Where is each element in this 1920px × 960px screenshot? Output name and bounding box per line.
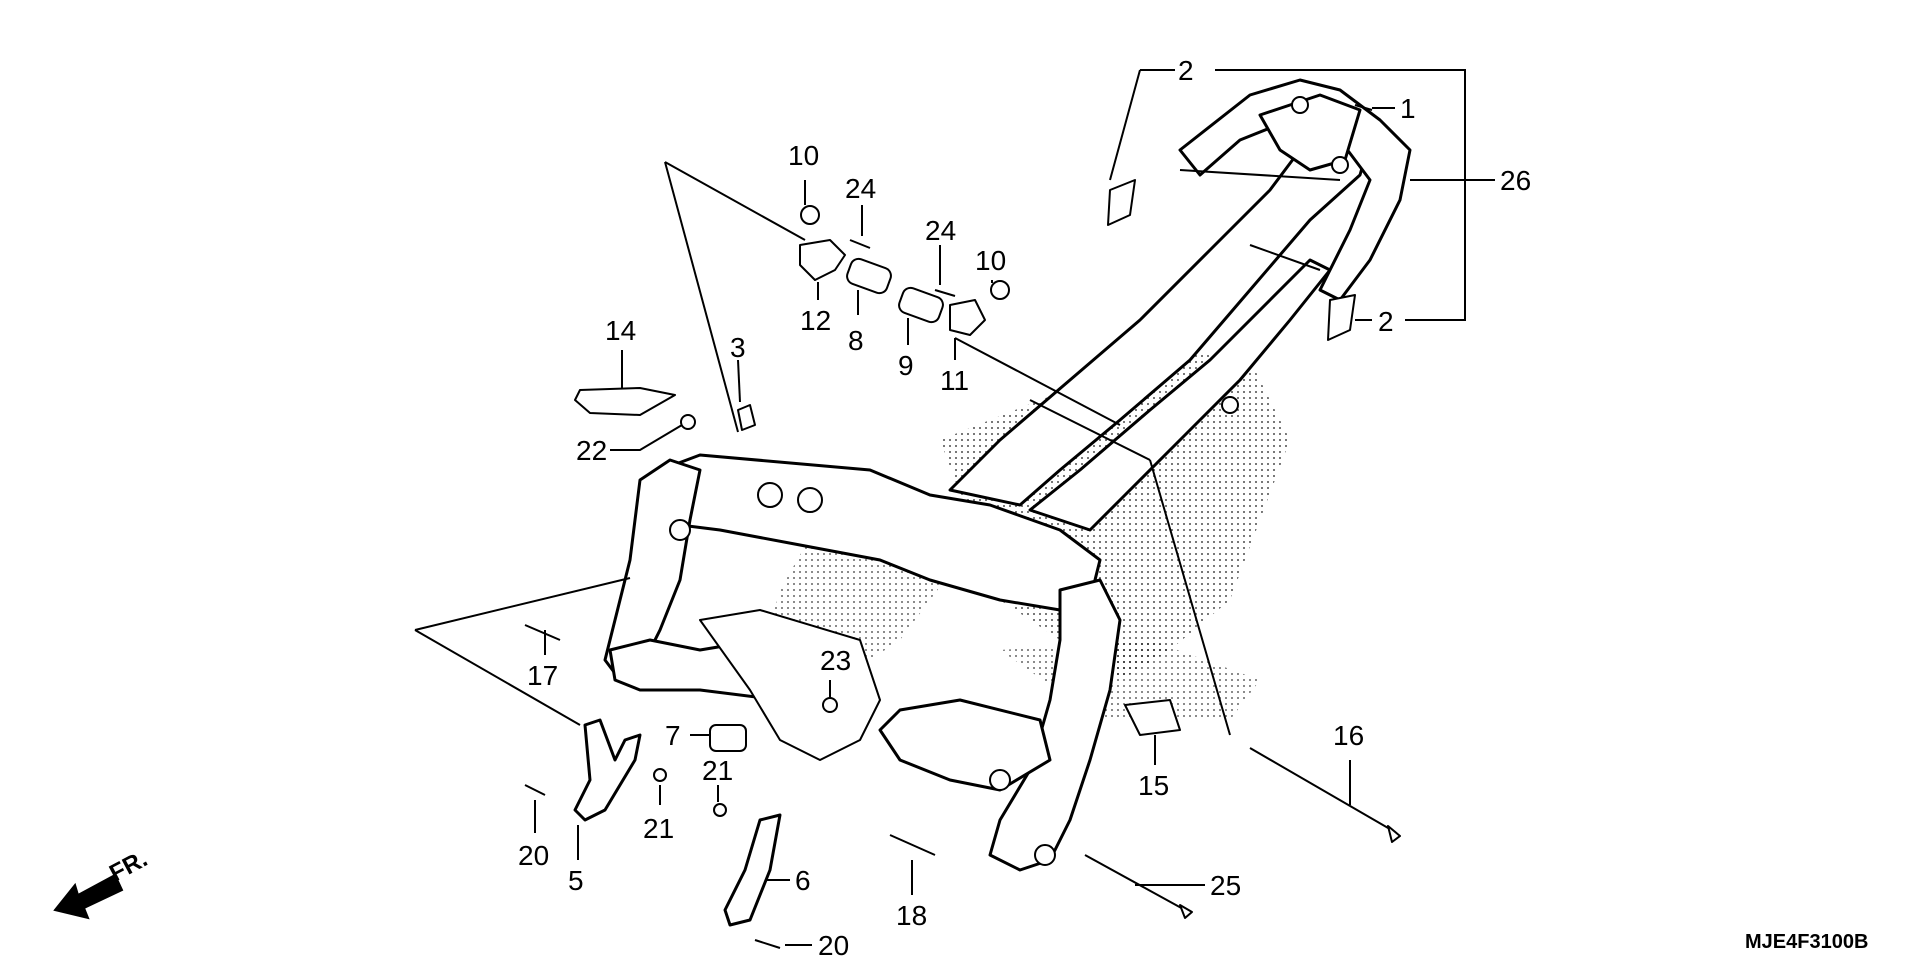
callout-22: 22: [576, 435, 607, 466]
callout-24-right: 24: [925, 215, 956, 246]
front-arrow-icon: [53, 873, 124, 920]
callout-12: 12: [800, 305, 831, 336]
callout-24-left: 24: [845, 173, 876, 204]
callout-3: 3: [730, 332, 746, 363]
callout-6: 6: [795, 865, 811, 896]
callout-2-top: 2: [1178, 55, 1194, 86]
callout-10-right: 10: [975, 245, 1006, 276]
callout-11: 11: [940, 365, 969, 396]
leader-lines: [414, 69, 1495, 946]
callout-15: 15: [1138, 770, 1169, 801]
callout-9: 9: [898, 350, 914, 381]
engine-hanger-parts: [574, 104, 1373, 431]
callout-18: 18: [896, 900, 927, 931]
callout-14: 14: [605, 315, 636, 346]
callout-16: 16: [1333, 720, 1364, 751]
callout-1: 1: [1400, 93, 1416, 124]
callout-labels: 1 2 2 3 5 6 7 8 9 10 10 11 12 14 15 16 1…: [518, 55, 1531, 960]
front-direction-indicator: FR.: [53, 845, 152, 920]
callout-2-right: 2: [1378, 306, 1394, 337]
callout-10-left: 10: [788, 140, 819, 171]
callout-23: 23: [820, 645, 851, 676]
diagram-code: MJE4F3100B: [1745, 931, 1868, 953]
frame-cover-parts: [1107, 179, 1356, 341]
lower-bracket-parts: [524, 624, 1401, 949]
callout-7: 7: [665, 720, 681, 751]
callout-26: 26: [1500, 165, 1531, 196]
main-frame: [603, 78, 1412, 872]
callout-20-left: 20: [518, 840, 549, 871]
callout-21-right: 21: [702, 755, 733, 786]
callout-25: 25: [1210, 870, 1241, 901]
callout-20-bottom: 20: [818, 930, 849, 960]
callout-8: 8: [848, 325, 864, 356]
callout-17: 17: [527, 660, 558, 691]
callout-5: 5: [568, 865, 584, 896]
callout-21-left: 21: [643, 813, 674, 844]
